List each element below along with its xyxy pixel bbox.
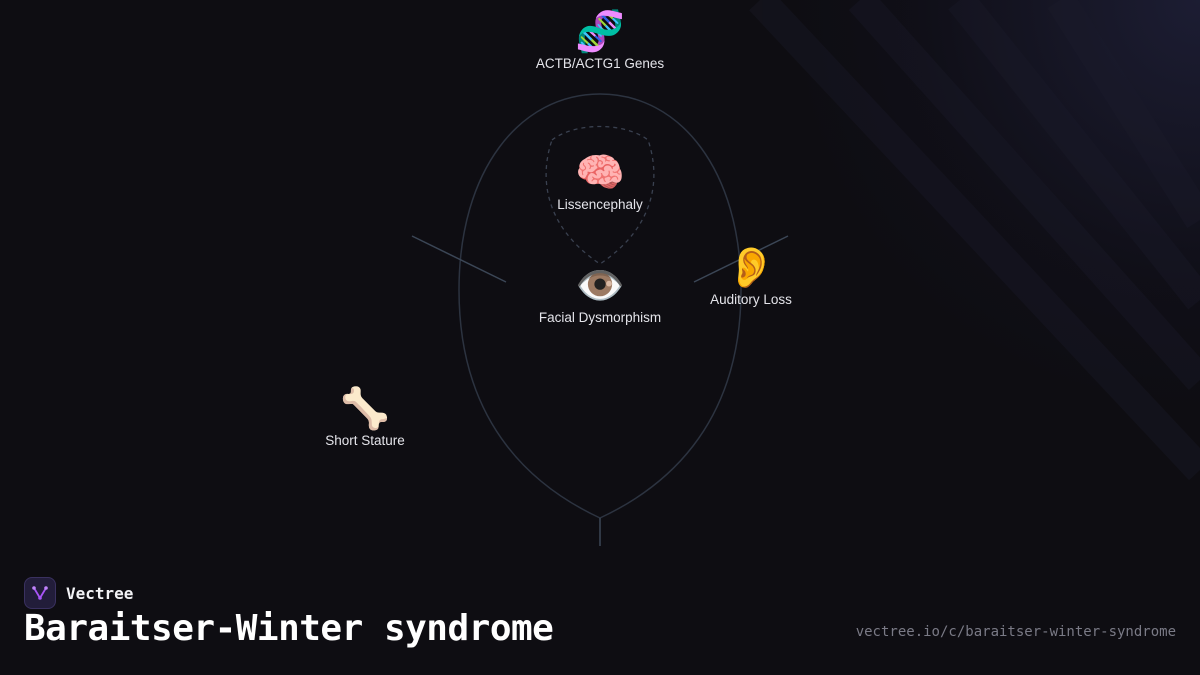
vectree-logo-icon [24,577,56,609]
page-title: Baraitser-Winter syndrome [24,608,554,649]
node-lissencephaly: 🧠 Lissencephaly [500,150,700,212]
left-branch-line [411,235,507,283]
node-label: ACTB/ACTG1 Genes [535,56,665,71]
node-short-stature: 🦴 Short Stature [265,386,465,448]
node-label: Short Stature [325,433,405,448]
page-url[interactable]: vectree.io/c/baraitser-winter-syndrome [855,624,1176,640]
brand-name: Vectree [66,583,134,603]
right-branch-line [693,235,789,283]
bone-icon: 🦴 [340,386,390,432]
node-label: Auditory Loss [710,292,792,307]
node-facial-dysmorphism: 👁️ Facial Dysmorphism [500,263,700,325]
node-label: Facial Dysmorphism [538,310,662,325]
node-genes: 🧬 ACTB/ACTG1 Genes [500,9,700,71]
dna-icon: 🧬 [575,9,625,55]
eye-icon: 👁️ [575,263,625,309]
node-label: Lissencephaly [557,197,643,212]
brain-region-outline [545,125,655,265]
node-auditory-loss: 👂 Auditory Loss [651,245,851,307]
brand[interactable]: Vectree [24,577,133,609]
ear-icon: 👂 [726,245,776,291]
brain-icon: 🧠 [575,150,625,196]
